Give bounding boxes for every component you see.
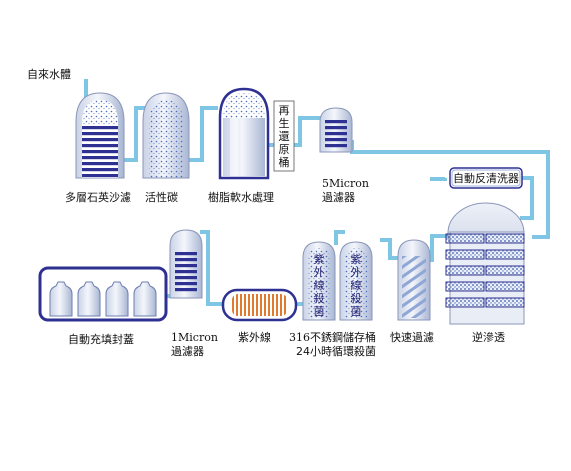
label-storage-line2: 24小時循環殺菌 xyxy=(296,344,376,358)
svg-text:紫: 紫 xyxy=(314,253,325,266)
svg-text:菌: 菌 xyxy=(351,305,362,318)
storage-uv-label-right: 紫 外 線 殺 菌 xyxy=(351,253,362,318)
micron5-filter xyxy=(319,107,353,153)
pipe-carbon-to-softener xyxy=(187,106,218,162)
label-1micron-line2: 過濾器 xyxy=(171,344,204,358)
pipe-sand-to-carbon xyxy=(124,106,148,162)
svg-text:外: 外 xyxy=(351,266,362,279)
ro-membranes xyxy=(445,233,525,308)
label-5micron-line2: 過濾器 xyxy=(322,190,355,204)
labels: 自來水體 多層石英沙濾 活性碳 樹脂軟水處理 5Micron 過濾器 自動反清洗… xyxy=(27,68,519,358)
pipe-backwash-to-ro xyxy=(520,176,534,220)
carbon-filter-tank xyxy=(142,92,190,179)
label-softener: 樹脂軟水處理 xyxy=(208,190,274,204)
pipe-storage-link xyxy=(334,230,345,245)
regen-char-4: 原 xyxy=(279,143,290,156)
svg-text:線: 線 xyxy=(314,278,325,292)
reverse-osmosis-unit xyxy=(445,202,525,325)
water-bottles xyxy=(49,281,157,317)
micron1-filter xyxy=(169,229,203,299)
pipe-uv-to-1micron xyxy=(200,230,223,306)
label-backwash: 自動反清洗器 xyxy=(453,171,519,185)
regen-char-2: 生 xyxy=(279,116,290,130)
label-multimedia: 多層石英沙濾 xyxy=(65,190,131,204)
label-1micron-line1: 1Micron xyxy=(171,331,218,344)
svg-text:殺: 殺 xyxy=(314,291,325,305)
label-carbon: 活性碳 xyxy=(145,190,178,204)
pipe-fast-to-storage xyxy=(380,238,398,260)
storage-uv-label-left: 紫 外 線 殺 菌 xyxy=(314,253,325,318)
pipe-ro-to-fast xyxy=(430,234,448,262)
regen-char-3: 還 xyxy=(279,130,290,143)
regen-char-1: 再 xyxy=(279,104,290,117)
uv-sterilizer xyxy=(221,288,298,322)
svg-text:線: 線 xyxy=(351,278,362,292)
label-uv: 紫外線 xyxy=(238,330,271,344)
pipe-backwash xyxy=(430,177,447,181)
regeneration-tank: 再 生 還 原 桶 xyxy=(273,100,295,172)
label-filling: 自動充填封蓋 xyxy=(68,332,134,346)
label-ro: 逆滲透 xyxy=(472,330,505,344)
fast-filter xyxy=(397,239,431,321)
svg-text:殺: 殺 xyxy=(351,291,362,305)
svg-text:菌: 菌 xyxy=(314,305,325,318)
filling-machine xyxy=(38,266,168,322)
regen-char-5: 桶 xyxy=(279,155,290,169)
sand-filter-tank xyxy=(75,92,125,179)
label-storage-line1: 316不銹鋼儲存桶 xyxy=(289,330,376,344)
inlet-label: 自來水體 xyxy=(27,68,71,81)
softener-tank xyxy=(218,87,270,180)
svg-text:外: 外 xyxy=(314,266,325,279)
backwash-controller xyxy=(449,167,523,189)
label-fast-filter: 快速過濾 xyxy=(390,330,434,344)
svg-text:紫: 紫 xyxy=(351,253,362,266)
label-5micron-line1: 5Micron xyxy=(322,177,369,190)
storage-tanks: 紫 外 線 殺 菌 紫 外 線 殺 菌 xyxy=(302,241,373,321)
